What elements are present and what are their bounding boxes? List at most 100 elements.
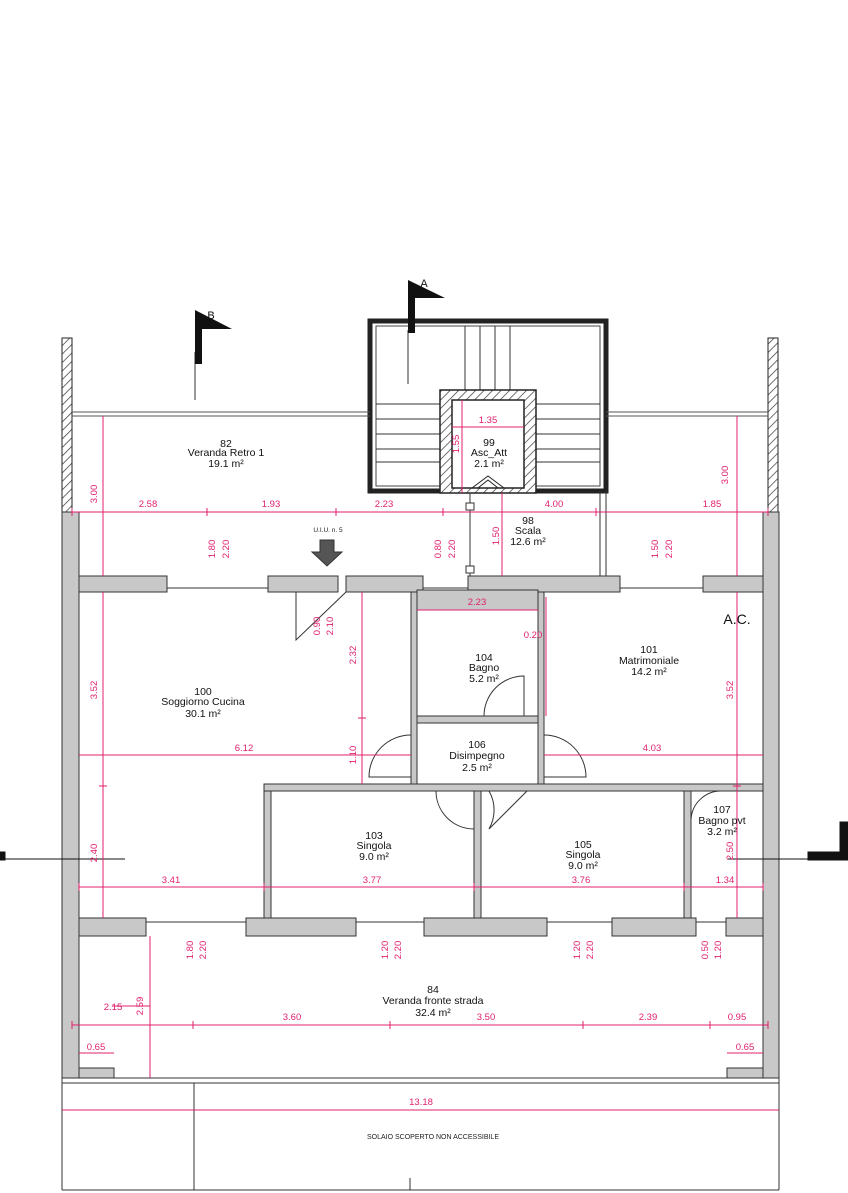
dimension-d341: 3.41 <box>162 875 181 886</box>
label-r101-num: 101 <box>640 644 658 656</box>
label-r104-num: 104 <box>475 652 493 664</box>
label-r107-num: 107 <box>713 804 731 816</box>
left-parapet <box>61 337 73 513</box>
room-100: 100 Soggiorno Cucina 30.1 m² <box>161 686 245 720</box>
label-r103-name: Singola <box>356 840 391 852</box>
front-veranda-frame <box>61 1077 780 1191</box>
dimension-d185: 1.85 <box>703 499 722 510</box>
dimension-d1318: 13.18 <box>409 1097 433 1108</box>
lift-line <box>465 493 475 576</box>
dimension-d377: 3.77 <box>363 875 382 886</box>
room-106: 106 Disimpegno 2.5 m² <box>449 739 505 774</box>
dimension-d612: 6.12 <box>235 743 254 754</box>
dimension-d350: 3.50 <box>477 1012 496 1023</box>
dimension-d065r: 0.65 <box>736 1042 755 1053</box>
label-r100-name: Soggiorno Cucina <box>161 696 245 708</box>
bottom-note: SOLAIO SCOPERTO NON ACCESSIBILE <box>367 1134 499 1141</box>
dimension-w180b: 1.80 <box>185 941 196 960</box>
dimension-w050: 0.50 <box>700 941 711 960</box>
dimension-d110: 1.10 <box>348 746 359 765</box>
room-98: 98 Scala 12.6 m² <box>510 515 546 548</box>
label-r106-num: 106 <box>468 739 486 751</box>
room-105: 105 Singola 9.0 m² <box>565 839 600 872</box>
label-r106-name: Disimpegno <box>449 750 505 762</box>
dimension-lines <box>62 400 779 1111</box>
label-r105-area: 9.0 m² <box>568 860 598 872</box>
dimension-w220e: 2.20 <box>393 941 404 960</box>
dimension-w120a: 1.20 <box>380 941 391 960</box>
room-99: 99 Asc_Att 2.1 m² <box>471 437 507 470</box>
dimension-d223b: 2.23 <box>468 597 487 608</box>
dimension-d352l: 3.52 <box>89 681 100 700</box>
entrance-arrow-icon <box>310 539 344 567</box>
room-103: 103 Singola 9.0 m² <box>356 830 391 863</box>
label-r107-name: Bagno pvt <box>698 815 745 827</box>
label-r101-area: 14.2 m² <box>631 666 667 678</box>
dimension-w220a: 2.20 <box>221 540 232 559</box>
dimension-w220b: 2.20 <box>447 540 458 559</box>
section-flag-b: B <box>194 310 232 400</box>
dimension-d360: 3.60 <box>283 1012 302 1023</box>
dimension-d223a: 2.23 <box>375 499 394 510</box>
label-r104-name: Bagno <box>469 662 500 674</box>
label-r82-name: Veranda Retro 1 <box>188 447 265 459</box>
right-parapet <box>767 337 779 513</box>
label-r104-area: 5.2 m² <box>469 673 499 685</box>
dimension-d232: 2.32 <box>348 646 359 665</box>
label-r100-area: 30.1 m² <box>185 708 221 720</box>
dimension-d300l: 3.00 <box>89 485 100 504</box>
dimension-d250: 2.50 <box>725 842 736 861</box>
dimension-d020: 0.20 <box>524 630 543 641</box>
interior-walls <box>263 589 764 919</box>
dimension-w120c: 1.20 <box>713 941 724 960</box>
exterior-walls <box>61 511 780 1079</box>
label-r84-area: 32.4 m² <box>415 1007 451 1019</box>
room-82: 82 Veranda Retro 1 19.1 m² <box>188 438 265 470</box>
room-101: 101 Matrimoniale 14.2 m² <box>619 644 679 678</box>
dimension-d240: 2.40 <box>89 844 100 863</box>
label-r103-area: 9.0 m² <box>359 851 389 863</box>
dimension-d150s: 1.50 <box>491 527 502 546</box>
label-r105-name: Singola <box>565 849 600 861</box>
dimension-d193: 1.93 <box>262 499 281 510</box>
label-r107-area: 3.2 m² <box>707 826 737 838</box>
section-flag-a: A <box>407 278 445 384</box>
label-r99-name: Asc_Att <box>471 447 507 459</box>
dimension-d352r: 3.52 <box>725 681 736 700</box>
label-r105-num: 105 <box>574 839 592 851</box>
dimension-ticks <box>71 508 769 1029</box>
dimension-d403: 4.03 <box>643 743 662 754</box>
room-104: 104 Bagno 5.2 m² <box>469 652 500 685</box>
label-r100-num: 100 <box>194 686 212 698</box>
dimension-d259: 2.59 <box>135 997 146 1016</box>
elevator-shaft <box>439 389 537 494</box>
dimension-w220d: 2.20 <box>198 941 209 960</box>
dimension-d155: 1.55 <box>451 435 462 454</box>
label-r98-area: 12.6 m² <box>510 536 546 548</box>
section-cut-right <box>728 821 848 861</box>
dimension-w220c: 2.20 <box>664 540 675 559</box>
dimension-d400: 4.00 <box>545 499 564 510</box>
label-r82-num: 82 <box>220 438 232 450</box>
section-label-b: B <box>207 310 214 322</box>
dimension-d300r: 3.00 <box>720 466 731 485</box>
section-cut-left <box>0 851 125 861</box>
dimension-w120b: 1.20 <box>572 941 583 960</box>
label-r84-num: 84 <box>427 984 439 996</box>
dimension-w080: 0.80 <box>433 540 444 559</box>
room-107: 107 Bagno pvt 3.2 m² <box>698 804 745 838</box>
dimension-d239: 2.39 <box>639 1012 658 1023</box>
dimension-w210: 2.10 <box>325 617 336 636</box>
label-r98-name: Scala <box>515 525 541 537</box>
unit-label: U.I.U. n. 5 <box>313 527 343 534</box>
dimension-labels: 1.35 1.55 1.50 3.00 3.00 2.58 1.93 2.23 … <box>87 415 755 1108</box>
dimension-w090: 0.90 <box>312 617 323 636</box>
dimension-w150: 1.50 <box>650 540 661 559</box>
dimension-d215: 2.15 <box>104 1002 123 1013</box>
label-r99-num: 99 <box>483 437 495 449</box>
dimension-d258: 2.58 <box>139 499 158 510</box>
label-r84-name: Veranda fronte strada <box>383 995 484 1007</box>
dimension-d095: 0.95 <box>728 1012 747 1023</box>
section-label-a: A <box>420 278 428 290</box>
